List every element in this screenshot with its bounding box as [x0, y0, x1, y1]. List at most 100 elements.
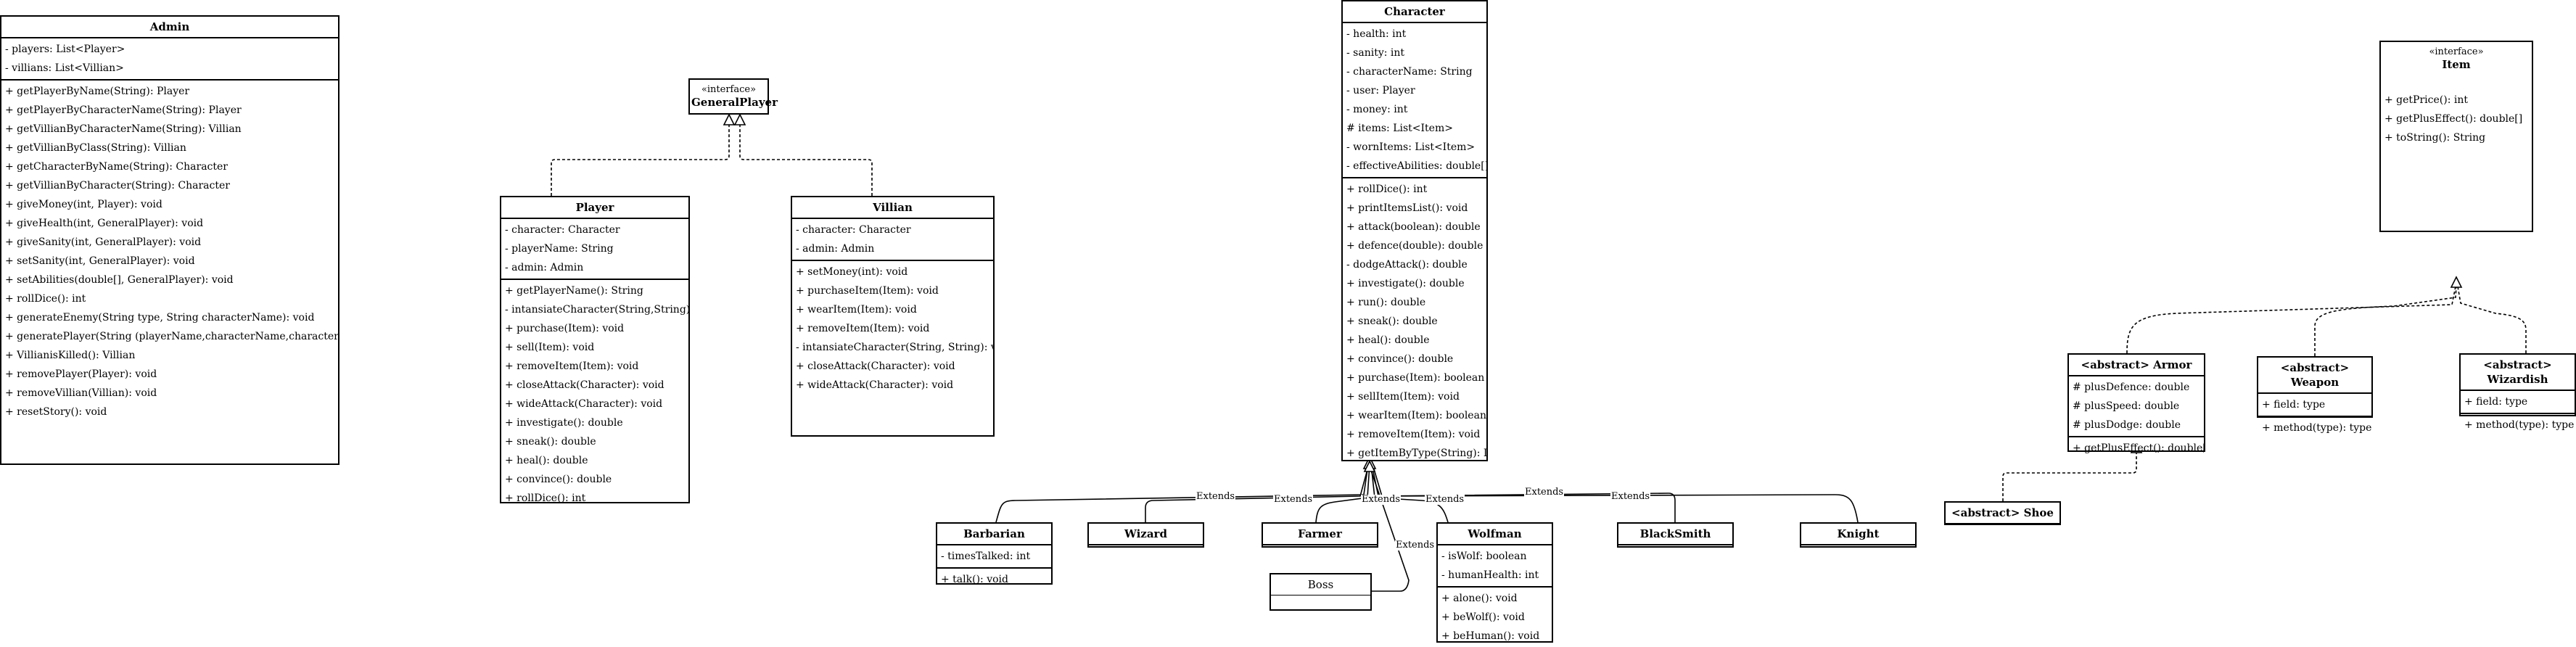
class-player-method-row: + removeItem(Item): void [505, 360, 639, 372]
arrowhead-generalplayer-2 [733, 113, 746, 125]
class-farmer: Farmer [1262, 522, 1378, 548]
class-admin-method-row: + generatePlayer(String (playerName,char… [5, 331, 338, 342]
class-weapon-title: <abstract> Weapon [2258, 358, 2371, 394]
edge-weapon-item [2314, 286, 2457, 356]
interface-item-header: «interface» Item [2381, 42, 2532, 75]
class-admin-method-row: + getVillianByCharacterName(String): Vil… [5, 123, 242, 135]
class-villian-method-row: - intansiateCharacter(String, String): v… [796, 342, 993, 353]
class-armor-attribute-row: # plusDefence: double [2073, 382, 2190, 393]
class-player-method-row: - intansiateCharacter(String,String): vo… [505, 304, 688, 316]
class-barbarian-method-row: + talk(): void [941, 574, 1008, 585]
edge-label-boss: Extends [1395, 540, 1436, 551]
class-villian-method-row: + purchaseItem(Item): void [796, 285, 939, 297]
class-player-title: Player [501, 197, 688, 219]
class-villian-methods: + setMoney(int): void+ purchaseItem(Item… [792, 261, 993, 396]
edge-label-barbarian: Extends [1196, 491, 1236, 502]
class-wizard-title: Wizard [1089, 524, 1203, 545]
class-barbarian-title: Barbarian [937, 524, 1051, 545]
class-admin-methods: + getPlayerByName(String): Player + getPl… [1, 81, 338, 423]
class-wolfman: Wolfman - isWolf: boolean- humanHealth: … [1436, 522, 1553, 643]
interface-item-methods: + getPrice(): int+ getPlusEffect(): doub… [2381, 89, 2532, 149]
class-character-method-row: + investigate(): double [1346, 278, 1465, 289]
class-weapon-attribute-row: + field: type [2262, 399, 2326, 411]
edge-player-generalplayer [551, 123, 730, 196]
class-player-method-row: + purchase(Item): void [505, 323, 625, 334]
class-wolfman-attribute-row: - humanHealth: int [1441, 569, 1539, 581]
class-weapon-method-row: + method(type): type [2262, 422, 2371, 434]
class-blacksmith: BlackSmith [1617, 522, 1734, 548]
class-weapon: <abstract> Weapon + field: type + method… [2257, 356, 2373, 434]
class-barbarian-attributes: - timesTalked: int [937, 545, 1051, 569]
class-knight-title: Knight [1801, 524, 1915, 545]
class-boss-title: Boss [1271, 574, 1370, 596]
class-armor: <abstract> Armor # plusDefence: double# … [2067, 353, 2205, 454]
class-shoe: <abstract> Shoe [1944, 501, 2061, 525]
edge-label-farmer: Extends [1361, 494, 1402, 505]
class-player-method-row: + convince(): double [505, 474, 612, 485]
class-character-method-row: + run(): double [1346, 297, 1426, 308]
class-admin-method-row: + giveHealth(int, GeneralPlayer): void [5, 218, 204, 229]
class-player-method-row: + heal(): double [505, 455, 588, 466]
edge-label-wolfman: Extends [1425, 494, 1465, 505]
class-admin-method-row: + getPlayerByName(String): Player [5, 86, 190, 97]
arrowhead-item [2450, 276, 2463, 288]
class-wolfman-method-row: + alone(): void [1441, 593, 1518, 604]
class-admin-attribute-row: - players: List<Player> [5, 44, 125, 55]
class-boss: Boss [1270, 573, 1372, 611]
class-armor-attribute-row: # plusSpeed: double [2073, 400, 2180, 412]
class-knight-body [1801, 545, 1915, 550]
class-shoe-body [1946, 524, 2059, 529]
class-villian-method-row: + wearItem(Item): void [796, 304, 917, 316]
interface-item-stereotype: «interface» [2429, 46, 2484, 57]
class-admin-title: Admin [1, 17, 338, 38]
edge-farmer-character [1315, 463, 1370, 523]
class-farmer-title: Farmer [1263, 524, 1377, 545]
class-admin-method-row: + giveSanity(int, GeneralPlayer): void [5, 236, 202, 248]
class-character-method-row: + sellItem(Item): void [1346, 391, 1460, 403]
class-armor-methods: + getPlusEffect(): double[] [2069, 437, 2204, 459]
edge-barbarian-character [995, 463, 1369, 523]
class-character-method-row: + convince(): double [1346, 353, 1454, 365]
class-character-method-row: - dodgeAttack(): double [1346, 259, 1468, 271]
interface-generalplayer-title: GeneralPlayer [691, 96, 778, 109]
class-admin-method-row: + getPlayerByCharacterName(String): Play… [5, 104, 242, 116]
class-admin-method-row: + getVillianByClass(String): Villian [5, 142, 186, 154]
class-character-attribute-row: - wornItems: List<Item> [1346, 141, 1476, 153]
class-player-attribute-row: - admin: Admin [505, 262, 584, 273]
class-admin-method-row: + resetStory(): void [5, 406, 107, 418]
class-admin-attribute-row: - villians: List<Villian> [5, 62, 124, 74]
edge-armor-item [2126, 286, 2456, 354]
class-character-method-row: + heal(): double [1346, 334, 1430, 346]
arrowhead-character-2 [1363, 460, 1376, 472]
class-weapon-attributes: + field: type [2258, 394, 2371, 417]
class-villian-method-row: + closeAttack(Character): void [796, 360, 955, 372]
class-player-methods: + getPlayerName(): String- intansiateCha… [501, 280, 688, 509]
class-character: Character - health: int- sanity: int- ch… [1341, 0, 1488, 461]
class-villian-attributes: - character: Character- admin: Admin [792, 219, 993, 261]
class-armor-attributes: # plusDefence: double # plusSpeed: double… [2069, 376, 2204, 437]
class-villian-attribute-row: - admin: Admin [796, 243, 875, 255]
interface-item-spacer [2381, 75, 2532, 89]
class-wizardish-title: <abstract> Wizardish [2461, 355, 2575, 391]
class-character-attribute-row: - money: int [1346, 104, 1408, 115]
class-weapon-methods: + method(type): type [2258, 417, 2371, 439]
class-admin-method-row: + setAbilities(double[], GeneralPlayer):… [5, 274, 234, 286]
class-character-attribute-row: - characterName: String [1346, 66, 1473, 78]
class-wizardish-attribute-row: + field: type [2464, 396, 2528, 408]
class-shoe-title: <abstract> Shoe [1946, 503, 2059, 524]
class-player-method-row: + wideAttack(Character): void [505, 398, 663, 410]
class-player-attributes: - character: Character- playerName: Stri… [501, 219, 688, 280]
class-player-method-row: + investigate(): double [505, 417, 623, 429]
class-character-method-row: + printItemsList(): void [1346, 202, 1468, 214]
class-villian-method-row: + removeItem(Item): void [796, 323, 930, 334]
class-character-attribute-row: # items: List<Item> [1346, 123, 1453, 134]
class-character-method-row: + wearItem(Item): boolean [1346, 410, 1486, 421]
edge-wolfman-character [1370, 463, 1449, 523]
class-player-attribute-row: - playerName: String [505, 243, 614, 255]
class-character-method-row: + attack(boolean): double [1346, 221, 1481, 233]
class-character-attribute-row: - sanity: int [1346, 47, 1405, 59]
class-villian-method-row: + wideAttack(Character): void [796, 379, 954, 391]
edge-knight-character [1372, 463, 1859, 523]
class-barbarian-methods: + talk(): void [937, 569, 1051, 590]
class-character-method-row: + purchase(Item): boolean [1346, 372, 1485, 384]
